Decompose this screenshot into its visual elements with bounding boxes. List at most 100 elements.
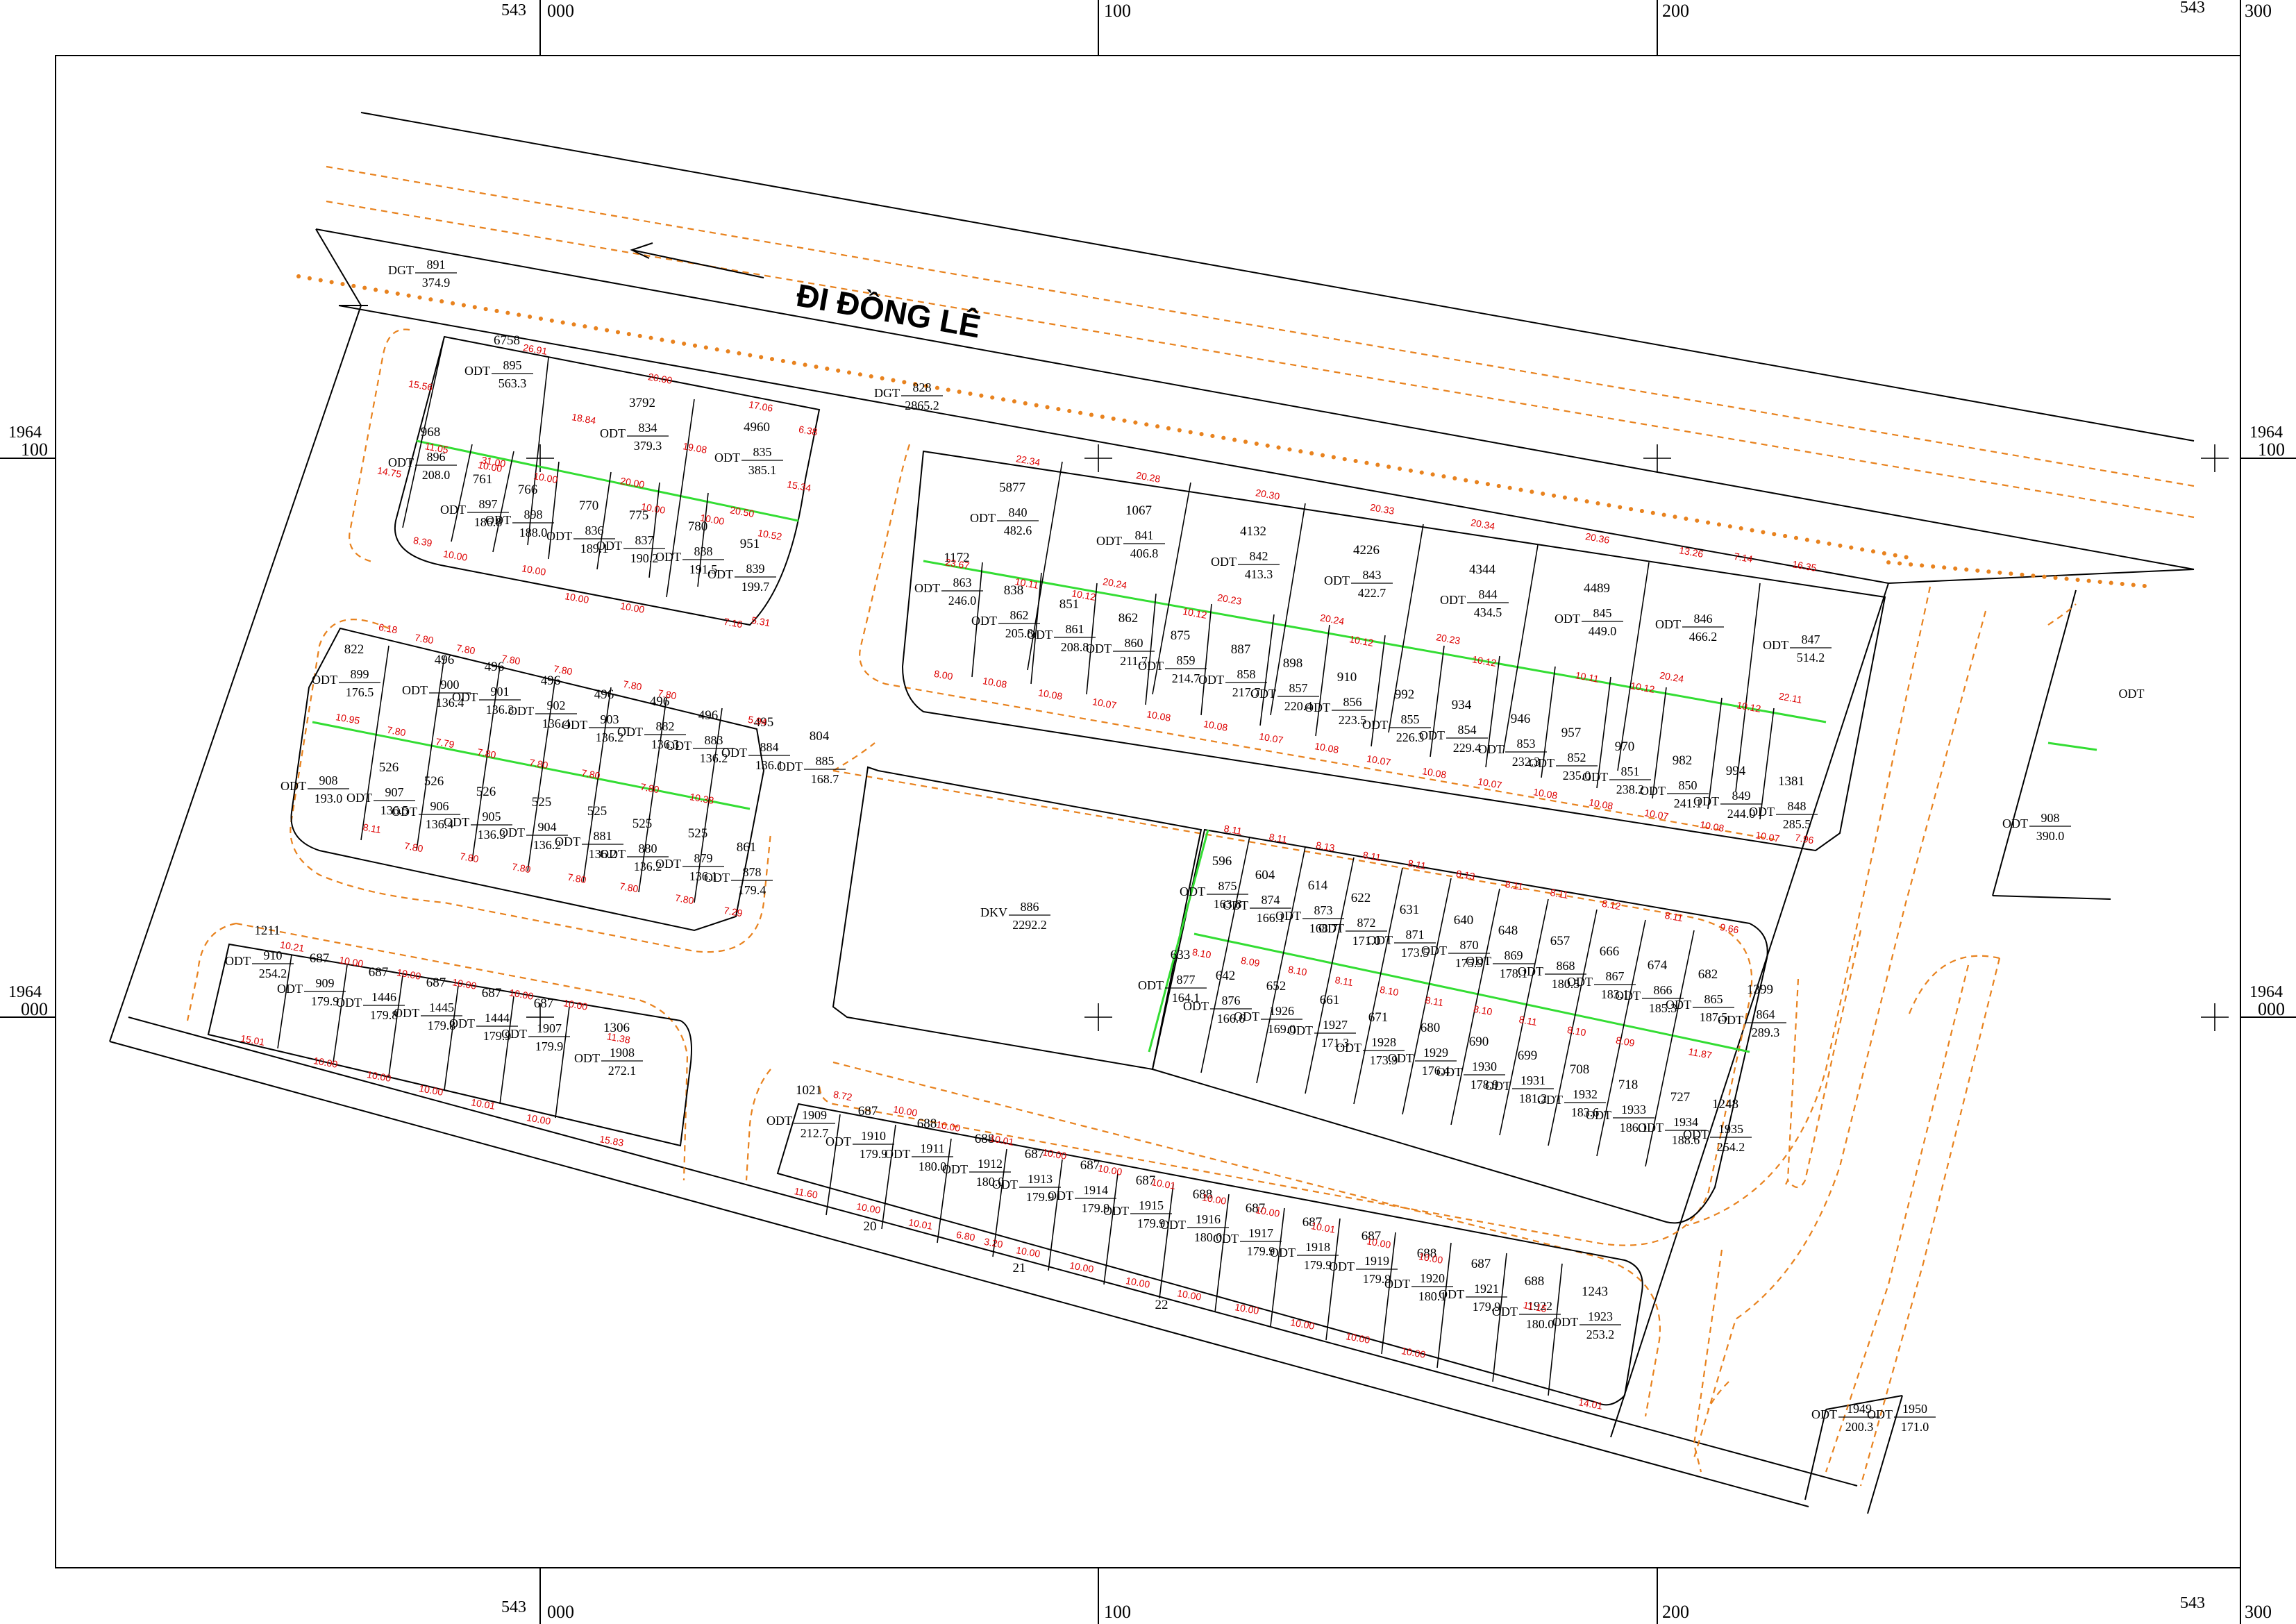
dimension-label: 8.12 [1601,898,1622,912]
dimension-label: 7.80 [414,632,435,646]
dimension-label: 6.18 [378,621,399,636]
plot-land-use: ODT [1640,784,1666,798]
plot-number: 880 [639,842,657,855]
plot-number: 886 [1021,900,1039,914]
plot-frontage-area: 657 [1550,934,1570,948]
plot-number: 1950 [1902,1402,1927,1416]
plot-frontage-area: 6758 [494,333,520,348]
plot-area: 2292.2 [1012,918,1047,932]
dimension-label: 17.06 [748,399,773,414]
plot-number: 837 [635,533,654,547]
dimension-label: 7.80 [567,871,587,886]
dimension-label: 10.00 [640,501,666,516]
plot-area: 205.8 [1005,626,1034,640]
plot-frontage-area: 633 [1171,948,1191,962]
grid-crosses [526,444,2229,1031]
plot-frontage-area: 687 [1361,1229,1382,1244]
plot-frontage-area: 688 [975,1132,995,1146]
plot-frontage-area: 687 [534,996,554,1011]
plot-area: 175.9 [1455,956,1484,970]
plot-number: 1915 [1139,1198,1164,1212]
plot-area: 168.7 [1309,921,1338,935]
plot-number: 1446 [371,990,396,1004]
plot-land-use: ODT [1718,1013,1743,1027]
plot-area: 254.2 [259,966,287,980]
dimension-label: 10.00 [1069,1259,1094,1275]
dimension-label: 15.34 [786,478,812,494]
dimension-label: 20.30 [1255,487,1280,502]
plot-land-use: DGT [874,386,900,400]
plot-area: 178.1 [1500,966,1528,980]
plot-area: 179.9 [860,1147,888,1161]
plot-land-use: ODT [704,871,730,885]
dimension-label: 7.29 [723,905,744,919]
dimension-label: 8.09 [1240,955,1261,969]
plot-number: 896 [427,450,446,464]
plot-area: 179.9 [1304,1258,1332,1272]
plot-area: 136.4 [542,717,571,730]
plot-frontage-area: 1248 [1712,1097,1738,1112]
plot-land-use: ODT [277,982,303,996]
dimension-label: 10.00 [521,562,546,578]
plot-land-use: ODT [1518,964,1543,978]
plot-frontage-area: 687 [310,951,330,966]
dimension-label: 8.10 [1379,984,1400,998]
dimension-label: 26.91 [522,342,548,357]
road-number-22: 22 [1155,1298,1168,1312]
dimension-label: 10.12 [1471,653,1497,669]
plot-frontage-area: 652 [1266,979,1287,994]
plot-land-use: ODT [280,779,306,793]
coordinate-labels: 543 000 100 200 543 300 543 000 100 200 … [8,0,2285,1622]
plot-area: 232.3 [1512,755,1541,769]
plot-area: 422.7 [1358,586,1386,600]
dimension-label: 10.00 [1366,1235,1391,1250]
coord-top-5: 300 [2245,1,2272,21]
plot-area: 374.9 [422,276,451,290]
plot-frontage-area: 708 [1570,1062,1590,1077]
plot-land-use: ODT [1180,885,1205,898]
plot-area: 136.4 [436,696,464,710]
dimension-label: 10.00 [418,1082,444,1098]
plot-area: 434.5 [1474,605,1502,619]
plot-frontage-area: 994 [1726,764,1746,778]
plot-number: 841 [1135,528,1154,542]
plot-frontage-area: 682 [1698,967,1718,982]
plot-frontage-area: 4226 [1353,543,1380,558]
plot-number: 859 [1177,653,1196,667]
plot-land-use: ODT [346,791,372,805]
plot-area: 179.9 [483,1029,512,1043]
dimension-label: 8.10 [1287,964,1308,978]
dimension-label: 10.08 [1532,786,1558,801]
dimension-label: 15.83 [598,1133,624,1148]
plot-number: 883 [705,733,723,747]
plot-number: 834 [639,421,657,435]
plot-land-use: ODT [992,1178,1018,1191]
plot-number: 1909 [802,1108,827,1122]
dimension-label: 7.80 [619,880,639,895]
plot-number: 1931 [1520,1073,1545,1087]
plot-number: 863 [953,576,972,589]
plot-frontage-area: 862 [1118,611,1139,626]
plot-frontage-area: 680 [1421,1021,1441,1035]
plot-area: 200.3 [1845,1420,1874,1434]
plot-number: 904 [538,820,557,834]
dimension-label: 20.33 [1369,501,1395,517]
dimension-label: 10.08 [1421,765,1447,780]
plot-number: 876 [1222,994,1241,1007]
